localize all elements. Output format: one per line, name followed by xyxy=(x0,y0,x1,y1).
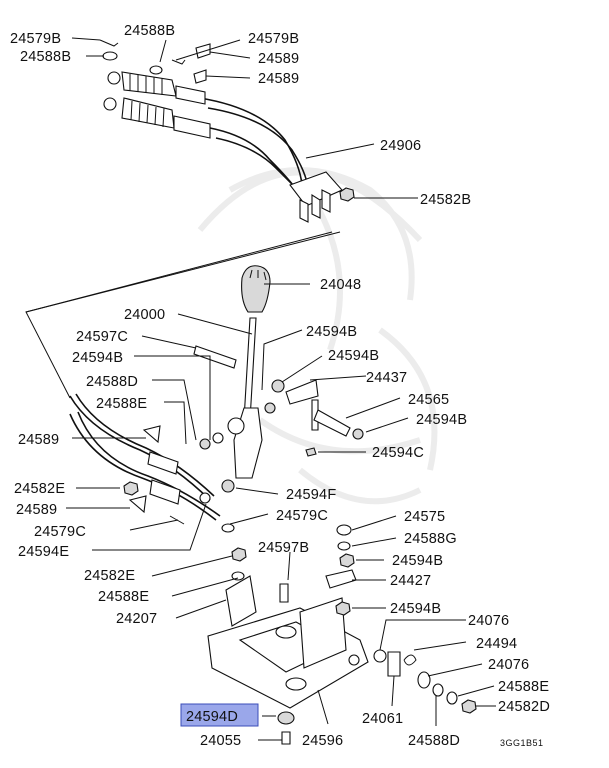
nut-24582B-upper xyxy=(339,187,355,202)
label-24582B-upper[interactable]: 24582B xyxy=(420,192,471,208)
part-labels: 24579B 24588B 24579B 24588B 24589 24589 … xyxy=(10,23,550,749)
label-24588E-b[interactable]: 24588E xyxy=(98,589,149,605)
label-24588B-b[interactable]: 24588B xyxy=(20,49,71,65)
label-24596[interactable]: 24596 xyxy=(302,733,343,749)
label-24597B[interactable]: 24597B xyxy=(258,540,309,556)
label-24076-a[interactable]: 24076 xyxy=(468,613,509,629)
label-24588D-a[interactable]: 24588D xyxy=(86,374,138,390)
label-24427[interactable]: 24427 xyxy=(390,573,431,589)
label-24207[interactable]: 24207 xyxy=(116,611,157,627)
label-24579C-b[interactable]: 24579C xyxy=(34,524,86,540)
cable-boot-lower xyxy=(103,97,211,139)
label-24589-b[interactable]: 24589 xyxy=(258,71,299,87)
cable-boot-upper xyxy=(107,71,206,105)
label-24055[interactable]: 24055 xyxy=(200,733,241,749)
highlight-24594D xyxy=(180,703,259,727)
label-24588B-a[interactable]: 24588B xyxy=(124,23,175,39)
label-24588G[interactable]: 24588G xyxy=(404,531,457,547)
label-24582E-b[interactable]: 24582E xyxy=(84,568,135,584)
base-plate-24596 xyxy=(207,524,477,745)
cable-bracket xyxy=(289,171,343,223)
label-24437[interactable]: 24437 xyxy=(366,370,407,386)
label-24579B-b[interactable]: 24579B xyxy=(248,31,299,47)
label-24589-a[interactable]: 24589 xyxy=(258,51,299,67)
label-24588D-b[interactable]: 24588D xyxy=(408,733,460,749)
label-24579B-a[interactable]: 24579B xyxy=(10,31,61,47)
label-24494[interactable]: 24494 xyxy=(476,636,517,652)
label-24594B-d[interactable]: 24594B xyxy=(416,412,467,428)
label-24594D[interactable]: 24594D xyxy=(186,709,238,725)
label-24076-b[interactable]: 24076 xyxy=(488,657,529,673)
label-24579C-a[interactable]: 24579C xyxy=(276,508,328,524)
label-24565[interactable]: 24565 xyxy=(408,392,449,408)
label-24594C[interactable]: 24594C xyxy=(372,445,424,461)
label-24589-d[interactable]: 24589 xyxy=(16,502,57,518)
label-24582E-a[interactable]: 24582E xyxy=(14,481,65,497)
label-24575[interactable]: 24575 xyxy=(404,509,445,525)
label-24594B-b[interactable]: 24594B xyxy=(72,350,123,366)
label-24594B-c[interactable]: 24594B xyxy=(328,348,379,364)
label-24048[interactable]: 24048 xyxy=(320,277,361,293)
leader-lines xyxy=(66,37,496,741)
label-24594B-e[interactable]: 24594B xyxy=(392,553,443,569)
label-24000[interactable]: 24000 xyxy=(124,307,165,323)
shift-lever-24000 xyxy=(193,265,364,493)
cable-assembly-24906 xyxy=(25,39,355,399)
shift-knob-24048 xyxy=(241,265,271,313)
label-24594E[interactable]: 24594E xyxy=(18,544,69,560)
label-24588E-a[interactable]: 24588E xyxy=(96,396,147,412)
drawing-code: 3GG1B51 xyxy=(500,738,544,748)
label-24582D[interactable]: 24582D xyxy=(498,699,550,715)
lower-cable-parts xyxy=(69,393,247,581)
label-24906[interactable]: 24906 xyxy=(380,138,421,154)
label-24594B-f[interactable]: 24594B xyxy=(390,601,441,617)
label-24588E-c[interactable]: 24588E xyxy=(498,679,549,695)
label-24597C[interactable]: 24597C xyxy=(76,329,128,345)
label-24589-c[interactable]: 24589 xyxy=(18,432,59,448)
label-24061[interactable]: 24061 xyxy=(362,711,403,727)
label-24594F[interactable]: 24594F xyxy=(286,487,336,503)
label-24594B-a[interactable]: 24594B xyxy=(306,324,357,340)
